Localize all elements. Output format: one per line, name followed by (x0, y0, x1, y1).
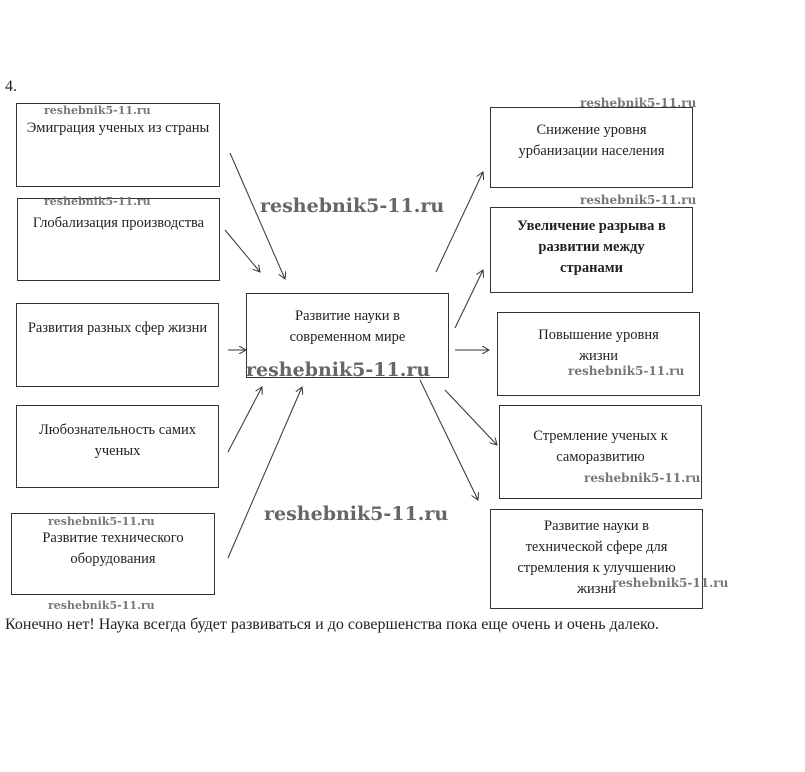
effect-box-4: Стремление ученых к саморазвитию (499, 405, 702, 499)
watermark: reshebnik5-11.ru (260, 195, 445, 217)
arrow-cause-2 (224, 229, 260, 272)
watermark: reshebnik5-11.ru (612, 576, 729, 590)
watermark: reshebnik5-11.ru (580, 193, 697, 207)
effect-box-1: Снижение уровня урбанизации населения (490, 107, 693, 188)
arrow-cause-4 (227, 387, 262, 453)
arrow-effect-1 (435, 172, 483, 273)
watermark: reshebnik5-11.ru (44, 104, 151, 117)
watermark: reshebnik5-11.ru (264, 503, 449, 525)
effect-box-2: Увеличение разрыва в развитии между стра… (490, 207, 693, 293)
effect-box-3: Повышение уровня жизни (497, 312, 700, 396)
arrow-effect-4 (444, 389, 497, 445)
cause-box-5: Развитие технического оборудования (11, 513, 215, 595)
watermark: reshebnik5-11.ru (568, 364, 685, 378)
cause-box-1: Эмиграция ученых из страны (16, 103, 220, 187)
answer-text: Конечно нет! Наука всегда будет развиват… (5, 616, 659, 633)
arrow-cause-5 (227, 387, 302, 559)
cause-box-3: Развития разных сфер жизни (16, 303, 219, 387)
arrow-effect-5 (419, 379, 478, 500)
task-number: 4. (5, 78, 17, 95)
watermark: reshebnik5-11.ru (580, 96, 697, 110)
watermark: reshebnik5-11.ru (48, 599, 155, 612)
watermark: reshebnik5-11.ru (48, 515, 155, 528)
effect-box-5: Развитие науки в технической сфере для с… (490, 509, 703, 609)
watermark: reshebnik5-11.ru (584, 471, 701, 485)
watermark: reshebnik5-11.ru (246, 359, 431, 381)
center-box: Развитие науки в современном мире (246, 293, 449, 378)
cause-box-4: Любознательность самих ученых (16, 405, 219, 488)
watermark: reshebnik5-11.ru (44, 195, 151, 208)
arrow-cause-1 (229, 152, 285, 279)
cause-box-2: Глобализация производства (17, 198, 220, 281)
arrow-effect-2 (454, 270, 483, 329)
